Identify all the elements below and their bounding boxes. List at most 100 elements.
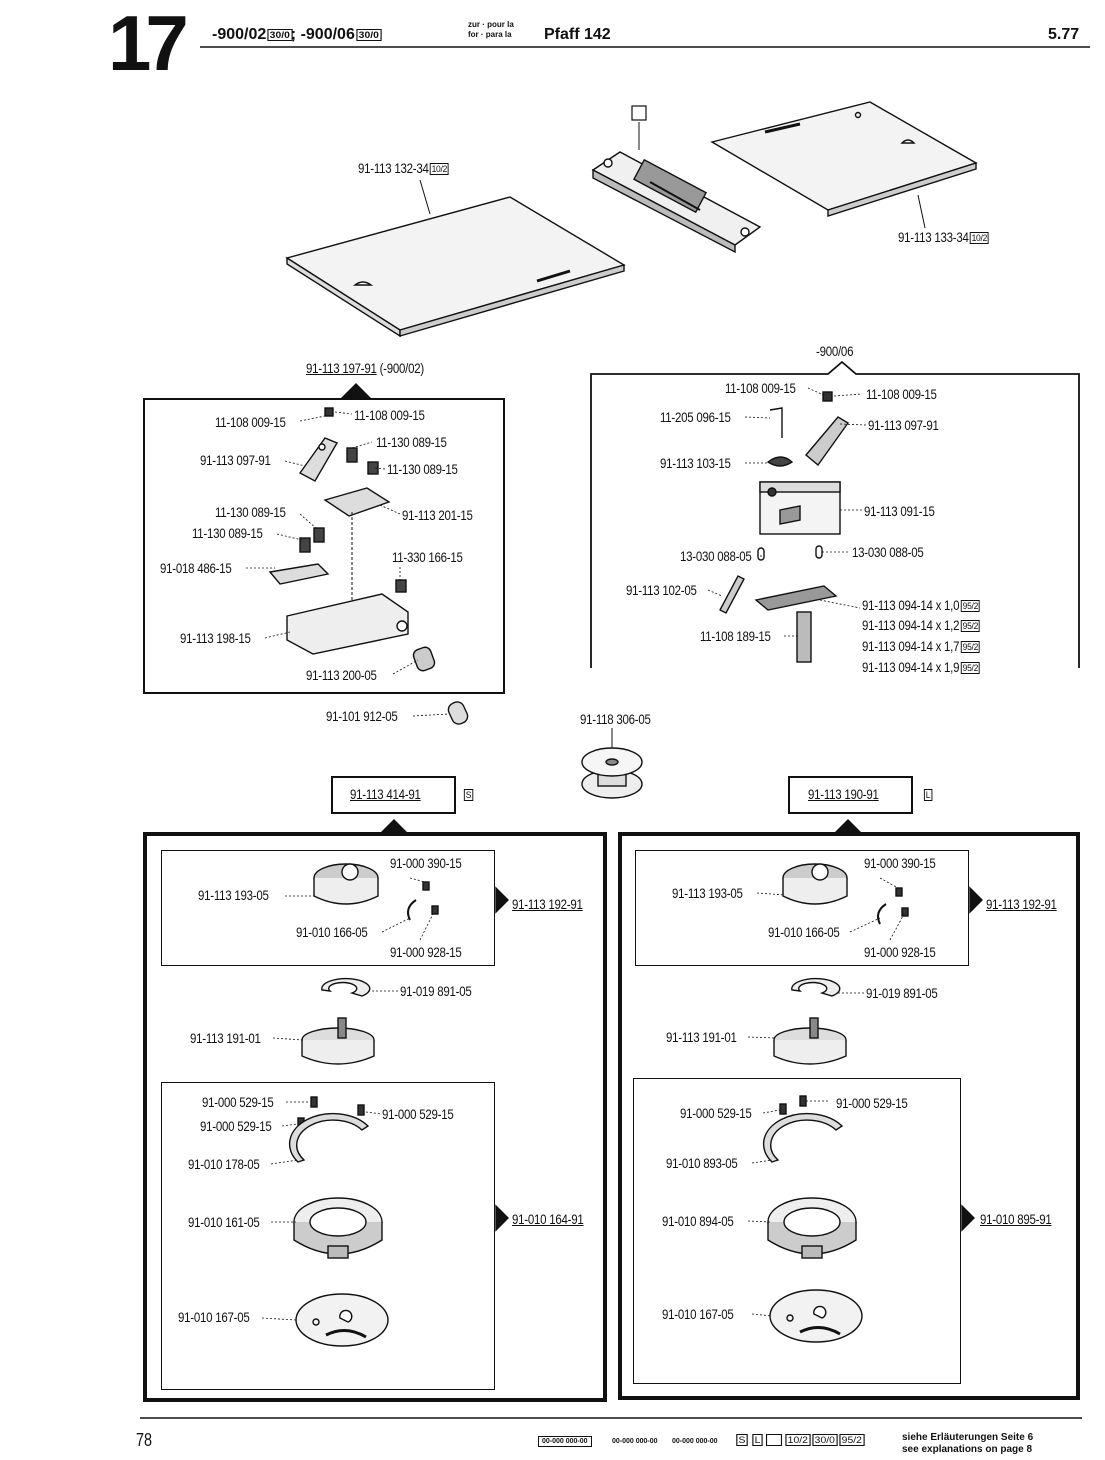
hook-right-outer-box xyxy=(618,832,1080,1400)
hl-hook-3: 91-010 178-05 xyxy=(188,1156,260,1172)
footer-tag-blank xyxy=(766,1434,783,1446)
lg-label-3: 11-130 089-15 xyxy=(376,434,447,450)
hl-case-0: 91-000 390-15 xyxy=(390,855,462,871)
footer-note-de: siehe Erläuterungen Seite 6 xyxy=(902,1432,1034,1443)
hook-right-art xyxy=(762,863,909,1343)
hr-hook-3: 91-010 894-05 xyxy=(662,1213,734,1229)
model-900-02: -900/02 xyxy=(212,26,267,43)
hl-hook-0: 91-000 529-15 xyxy=(202,1094,274,1110)
rg-label-1: 11-108 009-15 xyxy=(866,386,937,402)
lg-label-2: 91-113 097-91 xyxy=(200,452,271,468)
presser-foot-right-art xyxy=(719,391,850,663)
section-number: 17 xyxy=(108,0,189,87)
rg-label-3: 91-113 097-91 xyxy=(868,417,939,433)
left-group-title: 91-113 197-91 (-900/02) xyxy=(306,360,424,376)
bobbin-art xyxy=(581,728,643,799)
lg-label-10: 91-113 198-15 xyxy=(180,630,251,646)
lg-label-5: 11-130 089-15 xyxy=(215,504,286,520)
hook-left-title: 91-113 414-91 xyxy=(350,786,421,802)
presser-foot-left-art xyxy=(268,407,436,672)
hl-base: 91-113 191-01 xyxy=(190,1030,261,1046)
page-number: 78 xyxy=(136,1430,153,1450)
hr-hook-2: 91-010 893-05 xyxy=(666,1155,738,1171)
footer-tag-s: S xyxy=(736,1434,748,1446)
rg-label-9: 11-108 189-15 xyxy=(700,628,771,644)
rg-label-5: 91-113 091-15 xyxy=(864,503,935,519)
tag-30-0-b: 30/0 xyxy=(356,28,381,41)
hl-hook-1: 91-000 529-15 xyxy=(382,1106,454,1122)
needle-plate xyxy=(591,151,762,254)
hr-hook-1: 91-000 529-15 xyxy=(836,1095,908,1111)
footer-tag-l: L xyxy=(751,1434,763,1446)
hook-right-hook-box xyxy=(633,1078,961,1384)
lg-label-4: 11-130 089-15 xyxy=(387,461,458,477)
model-900-06: -900/06 xyxy=(300,26,355,43)
separator: ; xyxy=(290,26,297,43)
rg-label-4: 91-113 103-15 xyxy=(660,455,731,471)
hr-base: 91-113 191-01 xyxy=(666,1029,737,1045)
hr-spring: 91-019 891-05 xyxy=(866,985,938,1001)
hook-left-outer-box xyxy=(143,832,607,1402)
cover-plate-right xyxy=(710,101,978,229)
right-group-title: -900/06 xyxy=(816,343,854,359)
hr-case-1: 91-113 193-05 xyxy=(672,885,743,901)
cover-plate-left xyxy=(285,179,626,338)
footer-tag-95-2: 95/2 xyxy=(839,1434,864,1446)
screw-label: 91-101 912-05 xyxy=(326,708,398,724)
hook-left-case-assembly: 91-113 192-91 xyxy=(512,896,583,912)
hook-left-tag: S xyxy=(463,789,474,802)
hl-hook-2: 91-000 529-15 xyxy=(200,1118,272,1134)
hook-left-hook-box xyxy=(161,1082,495,1390)
hook-right-title: 91-113 190-91 xyxy=(808,786,879,802)
hook-left-case-box xyxy=(161,850,495,966)
hr-case-0: 91-000 390-15 xyxy=(864,855,936,871)
hr-hook-4: 91-010 167-05 xyxy=(662,1306,734,1322)
hl-spring: 91-019 891-05 xyxy=(400,983,472,999)
hook-right-hook-assembly: 91-010 895-91 xyxy=(980,1211,1052,1227)
footer-tag-30-0: 30/0 xyxy=(812,1434,837,1446)
for-para-la: for · para la xyxy=(468,30,512,39)
footer-note-en: see explanations on page 8 xyxy=(902,1444,1033,1455)
rg-label-7: 13-030 088-05 xyxy=(852,544,924,560)
machine-name: Pfaff 142 xyxy=(544,26,611,43)
hl-case-1: 91-113 193-05 xyxy=(198,887,269,903)
hook-left-hook-assembly: 91-010 164-91 xyxy=(512,1211,584,1227)
footer-code-c: 00-000 000-00 xyxy=(672,1438,718,1445)
lg-label-6: 11-130 089-15 xyxy=(192,525,263,541)
lg-label-0: 11-108 009-15 xyxy=(215,414,286,430)
hl-hook-4: 91-010 161-05 xyxy=(188,1214,260,1230)
lg-label-7: 91-113 201-15 xyxy=(402,507,473,523)
lg-label-1: 11-108 009-15 xyxy=(354,407,425,423)
hook-right-case-box xyxy=(635,850,969,966)
tag-30-0-a: 30/0 xyxy=(267,28,293,41)
hook-right-title-box xyxy=(788,776,913,814)
hook-right-case-assembly: 91-113 192-91 xyxy=(986,896,1057,912)
footer-tags: S L 10/2 30/0 95/2 xyxy=(734,1434,864,1446)
footer-code-a: 00-000 000-00 xyxy=(538,1436,592,1447)
hook-left-art xyxy=(288,863,439,1347)
footer-code-b: 00-000 000-00 xyxy=(612,1438,658,1445)
lg-label-9: 11-330 166-15 xyxy=(392,549,463,565)
left-group-box xyxy=(143,398,505,694)
rg-label-8: 91-113 102-05 xyxy=(626,582,697,598)
hl-case-3: 91-000 928-15 xyxy=(390,944,462,960)
hr-case-2: 91-010 166-05 xyxy=(768,924,840,940)
lg-label-8: 91-018 486-15 xyxy=(160,560,232,576)
small-screw-art xyxy=(447,701,469,725)
hook-right-tag: L xyxy=(923,789,933,802)
hr-hook-0: 91-000 529-15 xyxy=(680,1105,752,1121)
hook-left-title-box xyxy=(331,776,456,814)
rg-label-2: 11-205 096-15 xyxy=(660,409,731,425)
header-date: 5.77 xyxy=(1048,26,1080,43)
hl-case-2: 91-010 166-05 xyxy=(296,924,368,940)
bobbin-label: 91-118 306-05 xyxy=(580,711,651,727)
rg-label-0: 11-108 009-15 xyxy=(725,380,796,396)
